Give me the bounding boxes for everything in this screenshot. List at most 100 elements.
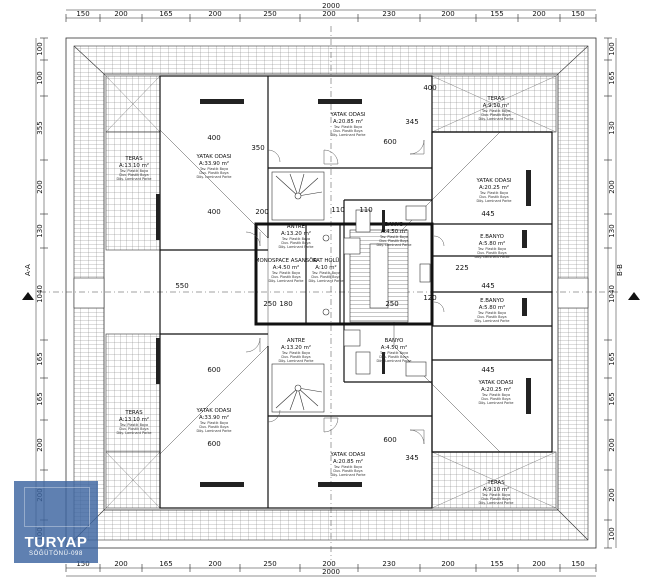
room-finish-note: Tav. Plastik Boya [481,393,510,397]
top-dimension: 165 [159,10,172,18]
room-finish-note: Duv. Plastik Boya [477,251,506,255]
room-name: BANYO [385,222,404,228]
left-dimension: 165 [36,352,44,365]
room-area: A:4.50 m² [381,228,408,235]
right-dimension: 1040 [608,285,616,303]
room-finish-note: Tav. Plastik Boya [477,247,506,251]
room-finish-note: Döş. Laminant Parke [279,245,314,249]
room-finish-note: Duv. Plastik Boya [311,275,340,279]
room-name: TERAS [486,96,505,102]
right-dimension: 200 [608,488,616,501]
terraces [105,75,557,509]
room-finish-note: Tav. Plastik Boya [311,271,340,275]
inner-dimension: 445 [481,282,494,290]
room-finish-note: Tav. Plastik Boya [281,237,310,241]
inner-dimension: 600 [383,138,396,146]
inner-dimension: 120 [423,294,436,302]
bottom-dimension: 200 [114,560,127,568]
room-area: A:4.50 m² [381,344,408,351]
room-finish-note: Tav. Plastik Boya [481,109,510,113]
inner-dimension: 345 [405,118,418,126]
room-name: ANTRE [287,338,306,344]
inner-dimension: 445 [481,366,494,374]
room-area: A:13.10 m² [119,416,149,423]
room-finish-note: Döş. Laminant Parke [309,279,344,283]
room-finish-note: Döş. Laminant Parke [377,359,412,363]
right-dimension: 100 [608,527,616,540]
room-finish-note: Duv. Plastik Boya [199,425,228,429]
room-area: A:9.10 m² [483,486,510,493]
walls [159,75,553,509]
left-dimension: 165 [36,392,44,405]
room-name: YATAK ODASI [476,178,512,184]
svg-text:A-A: A-A [24,264,32,276]
room-finish-note: Tav. Plastik Boya [379,235,408,239]
top-dimension: 155 [490,10,503,18]
inner-dimension: 110 [359,206,372,214]
room-finish-note: Döş. Laminant Parke [475,319,510,323]
inner-dimension: 600 [207,366,220,374]
room-area: A:33.90 m² [199,414,229,421]
bottom-dimension: 200 [532,560,545,568]
room-finish-note: Döş. Laminant Parke [331,473,366,477]
room-finish-note: Döş. Laminant Parke [479,117,514,121]
right-dimension: 200 [608,438,616,451]
bottom-dimension: 155 [490,560,503,568]
room-name: YATAK ODASI [330,452,366,458]
furniture [156,99,531,487]
inner-dimension: 400 [207,134,220,142]
room-name: E.BANYO [480,234,504,240]
bottom-dimension: 150 [76,560,89,568]
inner-dimension: 250 [385,300,398,308]
inner-dimension: 600 [207,440,220,448]
left-dimension: 200 [36,438,44,451]
logo-brand: TURYAP [24,534,88,551]
room-finish-note: Döş. Laminant Parke [117,431,152,435]
room-finish-note: Duv. Plastik Boya [379,355,408,359]
left-dimension: 355 [36,121,44,134]
room-finish-note: Döş. Laminant Parke [477,199,512,203]
inner-dimension: 350 [251,144,264,152]
room-finish-note: Döş. Laminant Parke [117,177,152,181]
room-finish-note: Duv. Plastik Boya [481,113,510,117]
room-finish-note: Tav. Plastik Boya [199,167,228,171]
room-finish-note: Döş. Laminant Parke [479,401,514,405]
room-area: A:9.10 m² [483,102,510,109]
room-finish-note: Döş. Laminant Parke [479,501,514,505]
room-finish-note: Tav. Plastik Boya [119,423,148,427]
bottom-dimension: 200 [322,560,335,568]
room-area: A:20.25 m² [481,386,511,393]
room-finish-note: Tav. Plastik Boya [477,311,506,315]
room-name: TERAS [486,480,505,486]
room-area: A:10 m² [315,264,336,271]
room-finish-note: Duv. Plastik Boya [479,195,508,199]
room-finish-note: Tav. Plastik Boya [379,351,408,355]
right-dimension: 130 [608,121,616,134]
room-finish-note: Döş. Laminant Parke [197,175,232,179]
bottom-dimension: 150 [571,560,584,568]
room-name: YATAK ODASI [330,112,366,118]
room-finish-note: Döş. Laminant Parke [197,429,232,433]
inner-dimension: 445 [481,210,494,218]
top-dimension: 200 [322,10,335,18]
room-finish-note: Döş. Laminant Parke [475,255,510,259]
right-dimension: 130 [608,224,616,237]
room-finish-note: Döş. Laminant Parke [331,133,366,137]
top-dimension: 150 [76,10,89,18]
left-dimension: 200 [36,180,44,193]
room-name: ANTRE [287,224,306,230]
bottom-dimension: 230 [382,560,395,568]
room-area: A:13.20 m² [281,344,311,351]
terrace-left-upper [105,131,161,251]
inner-dimension: 110 [331,206,344,214]
